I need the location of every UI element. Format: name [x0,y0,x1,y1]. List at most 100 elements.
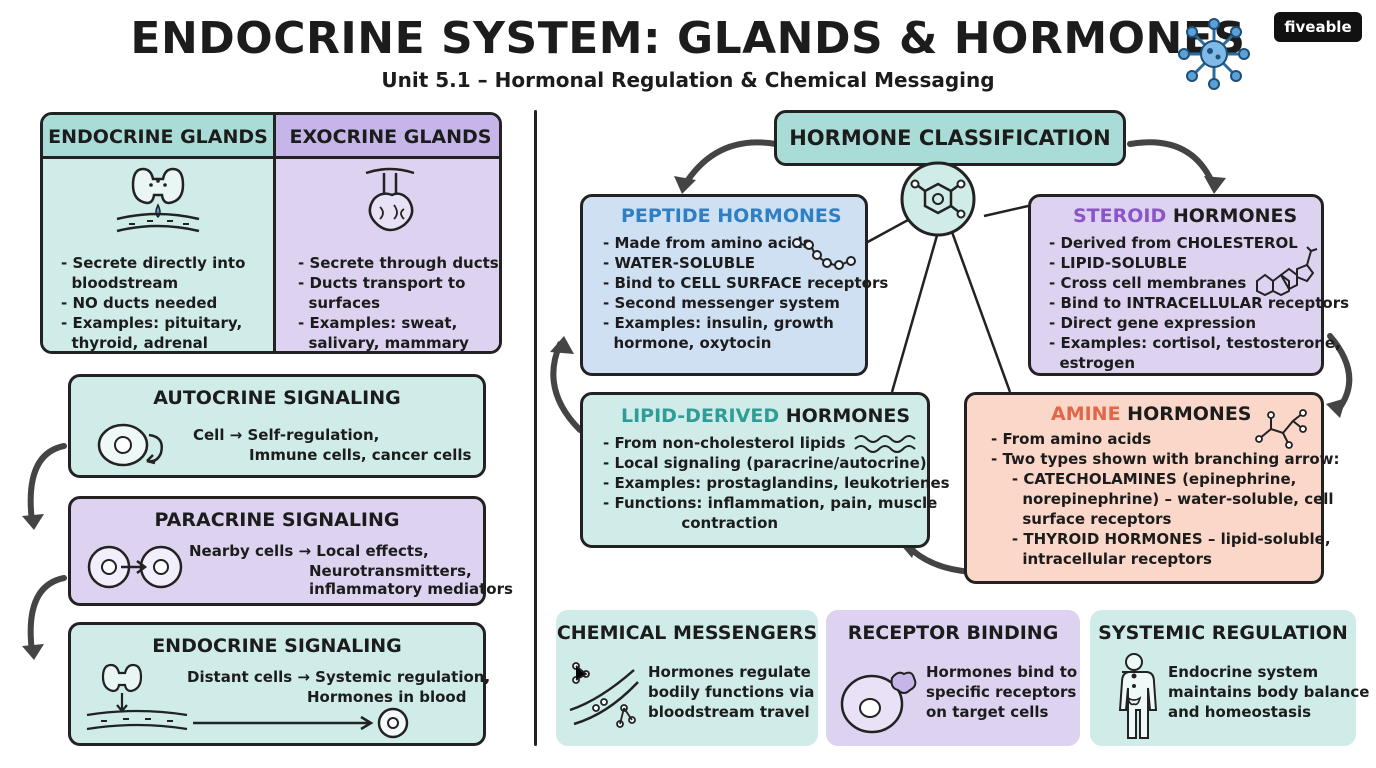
list-item: - NO ducts needed [61,294,218,312]
list-item: surfaces [298,294,381,312]
peptide-title: PEPTIDE HORMONES [621,205,842,227]
molecule-icon [900,161,976,237]
thyroid-gland-icon [86,663,409,739]
amine-list: - From amino acids - Two types shown wit… [967,429,1340,569]
sweat-gland-icon [365,167,415,232]
exocrine-glands-header: EXOCRINE GLANDS [276,115,499,159]
list-item: hormone, oxytocin [603,334,772,352]
list-item: - Examples: insulin, growth [603,314,834,332]
paracrine-line-3: inflammatory mediators [309,580,513,598]
list-item: intracellular receptors [991,550,1212,568]
body-silhouette-icon [1118,653,1158,739]
list-item: - Functions: inflammation, pain, muscle [603,494,938,512]
lipid-title-rest: HORMONES [779,405,911,427]
list-item: - Made from amino acids [603,234,812,252]
receptor-line-2: specific receptors [926,683,1077,701]
endocrine-glands-list: - Secrete directly into bloodstream - NO… [43,253,273,352]
list-item: - Local signaling (paracrine/autocrine) [603,454,927,472]
list-item: norepinephrine) – water-soluble, cell [991,490,1334,508]
paracrine-signaling-card: PARACRINE SIGNALING Nearby cells → Local… [68,496,513,606]
paracrine-line-1: Nearby cells → Local effects, [189,542,429,560]
list-item: - Second messenger system [603,294,840,312]
steroid-ring-icon [1256,246,1318,297]
endocrine-signaling-title: ENDOCRINE SIGNALING [152,635,402,657]
brand-logo[interactable]: fiveable [1274,12,1362,42]
endocrine-glands-column: ENDOCRINE GLANDS - Secrete directly into… [43,115,273,351]
list-item: bloodstream [61,274,179,292]
list-item: - LIPID-SOLUBLE [1049,254,1188,272]
cell-icon [87,545,183,589]
section-divider [534,110,537,746]
list-item: - Secrete directly into [61,254,246,272]
chemical-messengers-card: CHEMICAL MESSENGERS Hormones regulate bo… [556,610,818,746]
peptide-hormones-card: PEPTIDE HORMONES - Made from amino acids… [580,194,889,376]
list-item: - Derived from CHOLESTEROL [1049,234,1298,252]
list-item: - Examples: cortisol, testosterone, [1049,334,1341,352]
systemic-title: SYSTEMIC REGULATION [1098,622,1348,644]
autocrine-line-1: Cell → Self-regulation, [193,426,380,444]
classification-title: HORMONE CLASSIFICATION [789,126,1111,150]
chemical-line-2: bodily functions via [648,683,815,701]
list-item: - From non-cholesterol lipids [603,434,846,452]
lipid-list: - From non-cholesterol lipids - Local si… [583,433,950,533]
list-item: - Two types shown with branching arrow: [991,450,1340,468]
paracrine-line-2: Neurotransmitters, [309,562,472,580]
autocrine-signaling-card: AUTOCRINE SIGNALING Cell → Self-regulati… [68,374,486,478]
endocrine-glands-header: ENDOCRINE GLANDS [43,115,273,159]
receptor-cell-icon [840,671,917,734]
list-item: surface receptors [991,510,1172,528]
peptide-list: - Made from amino acids - WATER-SOLUBLE … [583,233,889,353]
list-item: contraction [603,514,779,532]
list-item: - WATER-SOLUBLE [603,254,756,272]
hormone-classification-title-box: HORMONE CLASSIFICATION [774,110,1126,166]
exocrine-glands-column: EXOCRINE GLANDS - Secrete through ducts … [276,115,499,352]
thyroid-gland-icon [116,167,200,233]
list-item: thyroid, adrenal [61,334,208,352]
list-item: salivary, mammary [298,334,469,352]
systemic-regulation-card: SYSTEMIC REGULATION Endocrine system mai… [1090,610,1369,746]
cell-icon [97,423,163,467]
chemical-line-3: bloodstream travel [648,703,810,721]
list-item: - From amino acids [991,430,1152,448]
systemic-line-1: Endocrine system [1168,663,1319,681]
lipid-derived-hormones-card: LIPID-DERIVED HORMONES - From non-choles… [580,392,950,548]
steroid-list: - Derived from CHOLESTEROL - LIPID-SOLUB… [1031,233,1350,373]
list-item: - Secrete through ducts [298,254,499,272]
chemical-title: CHEMICAL MESSENGERS [556,622,818,644]
paracrine-title: PARACRINE SIGNALING [154,509,400,531]
steroid-hormones-card: STEROID HORMONES - Derived from CHOLESTE… [1028,194,1350,376]
list-item: estrogen [1049,354,1136,372]
receptor-line-3: on target cells [926,703,1049,721]
steroid-title-accent: STEROID [1073,205,1167,227]
endocrine-signaling-card: ENDOCRINE SIGNALING Distant cells → Syst… [68,622,490,746]
amine-title-rest: HORMONES [1120,403,1252,425]
list-item: - Cross cell membranes [1049,274,1247,292]
list-item: - Bind to INTRACELLULAR receptors [1049,294,1350,312]
receptor-title: RECEPTOR BINDING [847,622,1059,644]
glands-comparison-table: ENDOCRINE GLANDS - Secrete directly into… [40,112,502,354]
autocrine-line-2: Immune cells, cancer cells [249,446,472,464]
endocrine-signaling-line-2: Hormones in blood [307,688,467,706]
list-item: - Examples: sweat, [298,314,458,332]
page-subtitle: Unit 5.1 – Hormonal Regulation & Chemica… [381,68,995,92]
branch-molecule-icon [1255,409,1307,449]
chemical-line-1: Hormones regulate [648,663,811,681]
amine-title-accent: AMINE [1051,403,1121,425]
list-item: - Ducts transport to [298,274,466,292]
autocrine-title: AUTOCRINE SIGNALING [153,387,401,409]
list-item: - Direct gene expression [1049,314,1257,332]
network-icon [1178,18,1250,90]
amine-hormones-card: AMINE HORMONES - From amino acids - Two … [964,392,1340,584]
receptor-binding-card: RECEPTOR BINDING Hormones bind to specif… [826,610,1080,746]
steroid-title: STEROID HORMONES [1031,205,1321,227]
receptor-line-1: Hormones bind to [926,663,1078,681]
signaling-flow-arrows [22,443,67,660]
bloodstream-icon [569,662,639,728]
page-title: ENDOCRINE SYSTEM: GLANDS & HORMONES [130,13,1246,64]
endocrine-signaling-line-1: Distant cells → Systemic regulation, [187,668,491,686]
list-item: - Bind to CELL SURFACE receptors [603,274,889,292]
systemic-line-3: and homeostasis [1168,703,1312,721]
list-item: - Examples: pituitary, [61,314,243,332]
lipid-title: LIPID-DERIVED HORMONES [583,405,927,427]
amine-title: AMINE HORMONES [967,403,1321,425]
